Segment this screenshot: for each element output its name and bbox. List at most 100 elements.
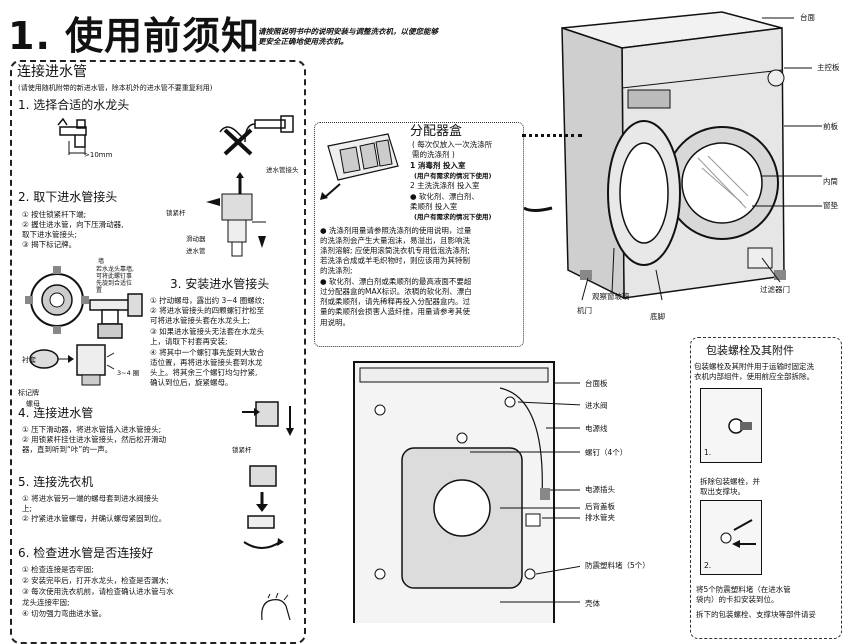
dispenser-note-6: ● 软化剂、漂白剂或柔顺剂的最高液面不要超	[320, 277, 472, 286]
dispenser-sub-2: 需的洗涤剂 )	[412, 150, 455, 159]
label-foot: 底脚	[650, 312, 665, 321]
washing-machine-front	[523, 11, 822, 301]
hose-insert-illustration	[242, 401, 294, 436]
label-tag: 标记牌	[18, 389, 39, 397]
label-bushing: 衬套	[22, 356, 36, 364]
accessories-step2-caption-1: 将5个防震塑料堵（在进水管	[696, 585, 791, 594]
step3-line-7: 适位置，再将进水管接头套到水龙	[150, 358, 263, 367]
step6-title: 6. 检查进水管是否连接好	[18, 546, 154, 560]
label-front-panel: 前板	[823, 122, 838, 131]
accessories-line-2: 衣机内部组件，使用前应全部拆除。	[694, 372, 814, 381]
dispenser-item-5: 柔顺剂 投入室	[410, 202, 458, 211]
label-door: 机门	[577, 306, 592, 315]
back-label-plug: 电源插头	[585, 485, 615, 494]
accessories-step1-num: 1.	[704, 448, 712, 457]
step2-title: 2. 取下进水管接头	[18, 190, 118, 204]
step6-line-1: ① 检查连接是否牢固;	[22, 565, 94, 574]
accessories-line-1: 包装螺栓及其附件用于运输时固定洗	[694, 362, 814, 371]
dispenser-panel	[314, 122, 524, 347]
accessories-step2-num: 2.	[704, 561, 712, 570]
step4-label-lever: 锁紧杆	[232, 446, 252, 454]
accessories-step1-caption-2: 取出支撑块。	[700, 487, 745, 496]
step5-line-2: 上;	[22, 504, 33, 513]
dispenser-note-2: 的洗涤剂会产生大量泡沫，易溢出，且影响洗	[320, 236, 470, 245]
label-glass: 观察窗玻璃	[592, 292, 630, 301]
page-subtitle-2: 更安全正确地使用洗衣机。	[258, 37, 348, 46]
step3-line-8: 头上。将其余三个螺钉均匀拧紧,	[150, 368, 258, 377]
dispenser-drawer-illustration	[320, 133, 399, 200]
back-label-top-panel: 台面板	[585, 379, 608, 388]
step4-line-1: ① 压下滑动器，将进水管插入进水管接头;	[22, 425, 162, 434]
step6-line-2: ② 安装完毕后，打开水龙头，检查是否漏水;	[22, 576, 169, 585]
step3-line-5: 上，请取下衬套再安装;	[150, 337, 228, 346]
dispenser-note-10: 用说明。	[320, 318, 350, 327]
dispenser-item-3: 2 主洗洗涤剂 投入室	[410, 181, 480, 190]
label-slider: 滑动器	[186, 235, 206, 243]
step3-line-6: ④ 将其中一个螺钉事先旋到大致合	[150, 348, 265, 357]
label-nut: 螺母	[26, 400, 40, 408]
valve-connect-illustration	[243, 465, 284, 549]
dispenser-item-4: ● 软化剂、漂白剂、	[410, 192, 479, 201]
accessories-step1-caption-1: 拆除包装螺栓，并	[700, 477, 760, 486]
dispenser-note-7: 过分配器盒的MAX标识。浓稠的软化剂、漂白	[320, 287, 472, 296]
step3-line-1: ① 拧动螺母，露出约 3~4 圈螺纹;	[150, 296, 265, 305]
accessories-step2-caption-2: 袋内）的卡扣安装到位。	[696, 595, 779, 604]
page-title: 1. 使用前须知	[8, 14, 261, 58]
label-lock-lever: 锁紧杆	[166, 209, 186, 217]
step3-title: 3. 安装进水管接头	[170, 277, 270, 291]
faucet-install-illustration	[89, 293, 143, 339]
connect-note: (请使用随机附带的新进水管，除本机外的进水管不要重复利用)	[18, 84, 213, 92]
washing-machine-back	[353, 361, 580, 623]
step2-line-3: 取下进水管接头;	[22, 230, 78, 239]
step5-line-3: ② 拧紧进水管螺母，并确认螺母紧固到位。	[22, 514, 167, 523]
step1-title: 1. 选择合适的水龙头	[18, 98, 130, 112]
faucet-wrong-illustration	[219, 115, 294, 156]
wall-note-5: 置	[96, 287, 103, 294]
label-filter-door: 过滤器门	[760, 285, 790, 294]
step6-line-3: ③ 每次使用洗衣机前，请检查确认进水管与水	[22, 587, 174, 596]
wall-note-2: 若水龙头靠墙,	[96, 266, 134, 273]
step2-line-4: ③ 揭下标记牌。	[22, 240, 77, 249]
label-inner-drum: 内筒	[823, 177, 838, 186]
label-top: 台面	[800, 13, 815, 22]
step3-line-3: 可将进水管接头套在水龙头上;	[150, 316, 251, 325]
dispenser-connector-line	[522, 134, 582, 137]
dispenser-item-6: (用户有需求的情况下使用)	[414, 213, 492, 221]
dispenser-note-3: 涤剂溶解; 应使用滚筒洗衣机专用低泡洗涤剂;	[320, 246, 470, 255]
back-label-power-cord: 电源线	[585, 424, 608, 433]
back-label-casing: 壳体	[585, 599, 600, 608]
step1-measure: >10mm	[84, 151, 113, 159]
step4-line-2: ② 用锁紧杆挂住进水管接头，然后松开滑动	[22, 435, 167, 444]
step6-line-5: ④ 切勿强力弯曲进水管。	[22, 609, 107, 618]
connect-title: 连接进水管	[17, 64, 87, 80]
label-control-panel: 主控板	[817, 63, 840, 72]
back-label-back-cover: 后背盖板	[585, 502, 615, 511]
step6-line-4: 龙头连接牢固;	[22, 598, 70, 607]
step2-line-2: ② 握住进水管，向下压滑动器,	[22, 220, 124, 229]
dispenser-note-5: 的洗涤剂;	[320, 266, 353, 275]
step3-line-2: ② 将进水管接头的四颗螺钉拧松至	[150, 306, 265, 315]
dispenser-sub-1: ( 每次仅放入一次洗涤所	[412, 140, 493, 149]
dispenser-note-8: 剂或柔顺剂，请先稀释再投入分配器盒内。过	[320, 297, 470, 306]
connector-removal-illustration	[206, 172, 266, 257]
dispenser-title: 分配器盒	[410, 124, 463, 139]
step4-title: 4. 连接进水管	[18, 406, 94, 420]
dispenser-note-4: 若洗涤合成或羊毛织物时，则应该用为其特制	[320, 256, 470, 265]
back-label-inlet-valve: 进水阀	[585, 401, 608, 410]
dispenser-item-1: 1 消毒剂 投入室	[410, 161, 466, 170]
label-hose: 进水管	[186, 247, 206, 255]
page-subtitle-1: 请按照说明书中的说明安装与调整洗衣机，以便您能够	[258, 27, 438, 36]
dispenser-item-2: (用户有需求的情况下使用)	[414, 172, 492, 180]
faucet-ok-illustration	[57, 117, 87, 155]
dispenser-note-9: 量的柔顺剂会损害人造纤维，用量请参考其使	[320, 307, 470, 316]
bushing-side-illustration	[29, 344, 115, 386]
dispenser-note-1: ● 洗涤剂用量请参照洗涤剂的使用说明，过量	[320, 226, 472, 235]
step4-line-3: 器，直到听到“咔”的一声。	[22, 445, 113, 454]
wall-note-4: 先旋到合适位	[96, 280, 133, 287]
accessories-bottom-note: 拆下的包装螺栓、支撑块等部件请妥	[696, 610, 816, 619]
back-label-plugs: 防震塑料堵（5个）	[585, 561, 650, 570]
bolt-removal-illustration	[728, 418, 752, 434]
plug-install-illustration	[720, 519, 756, 548]
accessories-title: 包装螺栓及其附件	[706, 344, 794, 357]
label-gasket: 窗垫	[823, 201, 838, 210]
